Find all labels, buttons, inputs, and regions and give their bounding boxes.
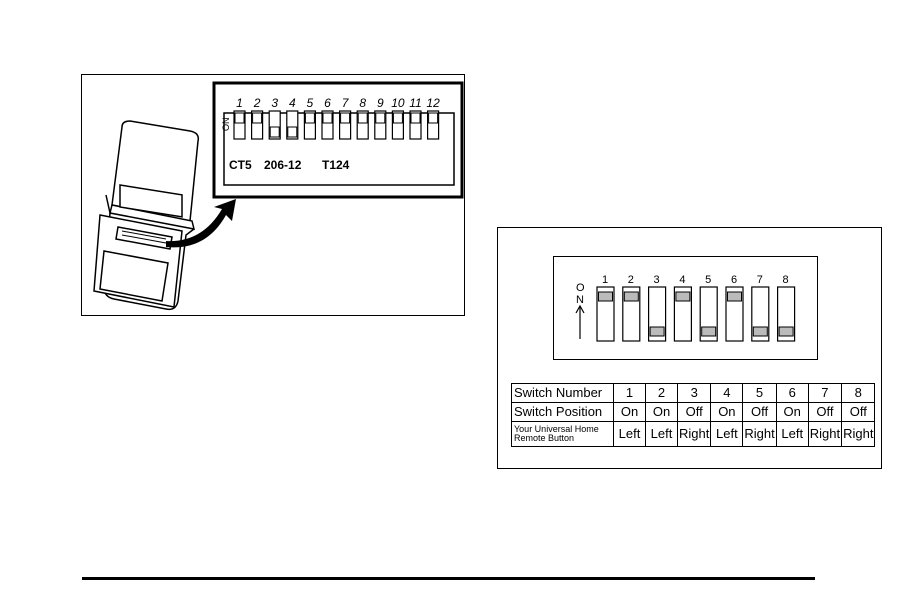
- button-cell: Right: [678, 422, 711, 447]
- table-row-switch-position: Switch Position On On Off On Off On Off …: [512, 403, 875, 422]
- button-cell: Left: [646, 422, 678, 447]
- dip-number-label: 9: [377, 96, 384, 110]
- code-ct5: CT5: [229, 158, 252, 172]
- number-cell: 8: [842, 384, 875, 403]
- dip-switch-knob: [288, 127, 297, 137]
- button-cell: Right: [842, 422, 875, 447]
- remote-body: [94, 121, 198, 309]
- switch-settings-table: Switch Number 1 2 3 4 5 6 7 8 Switch Pos…: [511, 383, 875, 447]
- dip-number-label: 8: [359, 96, 366, 110]
- dip-switch-knob: [393, 113, 402, 123]
- dip-switch-knob: [323, 113, 332, 123]
- button-cell: Right: [808, 422, 841, 447]
- switch-number-label: 4: [679, 274, 685, 286]
- position-cell: Off: [678, 403, 711, 422]
- dip-number-label: 11: [409, 96, 421, 110]
- switch-knob: [753, 327, 767, 336]
- number-cell: 5: [743, 384, 776, 403]
- code-206-12: 206-12: [264, 158, 302, 172]
- switch-number-label: 1: [602, 274, 608, 286]
- button-cell: Right: [743, 422, 776, 447]
- switch-knob: [779, 327, 793, 336]
- switch-number-label: 3: [654, 274, 660, 286]
- switch-number-label: 5: [705, 274, 711, 286]
- switch-number-label: 2: [628, 274, 634, 286]
- position-cell: Off: [808, 403, 841, 422]
- dip-switch-knob: [429, 113, 438, 123]
- number-cell: 4: [711, 384, 743, 403]
- dip-switch-knob: [358, 113, 367, 123]
- button-cell: Left: [711, 422, 743, 447]
- number-cell: 6: [776, 384, 808, 403]
- on-label-o: O: [576, 282, 585, 294]
- number-cell: 2: [646, 384, 678, 403]
- switch-number-label: 7: [757, 274, 763, 286]
- position-cell: On: [711, 403, 743, 422]
- switch-number-label: 8: [783, 274, 789, 286]
- number-cell: 1: [614, 384, 646, 403]
- switch-knob: [624, 292, 638, 301]
- on-label-n: N: [576, 294, 584, 306]
- dip-switch-8-diagram: O N 1 2 3 4 5 6 7 8: [553, 256, 818, 360]
- dip-number-label: 2: [253, 96, 261, 110]
- position-cell: On: [614, 403, 646, 422]
- dip-switch-knob: [253, 113, 262, 123]
- dip-switch-8-svg: O N 1 2 3 4 5 6 7 8: [554, 257, 819, 361]
- dip-switch-knob: [270, 127, 279, 137]
- row-label-switch-position: Switch Position: [512, 403, 614, 422]
- row-label-line2: Remote Button: [514, 433, 574, 443]
- dip-switch-knob: [305, 113, 314, 123]
- dip-switch-knob: [411, 113, 420, 123]
- switch-number-label: 6: [731, 274, 737, 286]
- on-mark: ON: [221, 118, 231, 132]
- dip-switch-knob: [341, 113, 350, 123]
- position-cell: On: [776, 403, 808, 422]
- row-label-remote-button: Your Universal Home Remote Button: [512, 422, 614, 447]
- table-row-remote-button: Your Universal Home Remote Button Left L…: [512, 422, 875, 447]
- table-row-switch-number: Switch Number 1 2 3 4 5 6 7 8: [512, 384, 875, 403]
- switch-row: 1 2 3 4 5 6 7 8: [597, 274, 795, 341]
- dip-switch-knob: [235, 113, 244, 123]
- dip-number-label: 5: [307, 96, 314, 110]
- dip-number-label: 3: [271, 96, 278, 110]
- number-cell: 7: [808, 384, 841, 403]
- switch-knob: [728, 292, 742, 301]
- code-t124: T124: [322, 158, 350, 172]
- dip-number-label: 12: [426, 96, 440, 110]
- switch-knob: [676, 292, 690, 301]
- switch-knob: [599, 292, 613, 301]
- position-cell: Off: [743, 403, 776, 422]
- position-cell: Off: [842, 403, 875, 422]
- switch-knob: [650, 327, 664, 336]
- number-cell: 3: [678, 384, 711, 403]
- dip-switch-knob: [376, 113, 385, 123]
- dip-number-label: 10: [391, 96, 405, 110]
- switch-knob: [702, 327, 716, 336]
- dip-number-label: 6: [324, 96, 331, 110]
- dip-number-label: 1: [236, 96, 243, 110]
- page-bottom-rule: [82, 577, 815, 580]
- position-cell: On: [646, 403, 678, 422]
- row-label-switch-number: Switch Number: [512, 384, 614, 403]
- button-cell: Left: [776, 422, 808, 447]
- dip-number-label: 4: [289, 96, 296, 110]
- button-cell: Left: [614, 422, 646, 447]
